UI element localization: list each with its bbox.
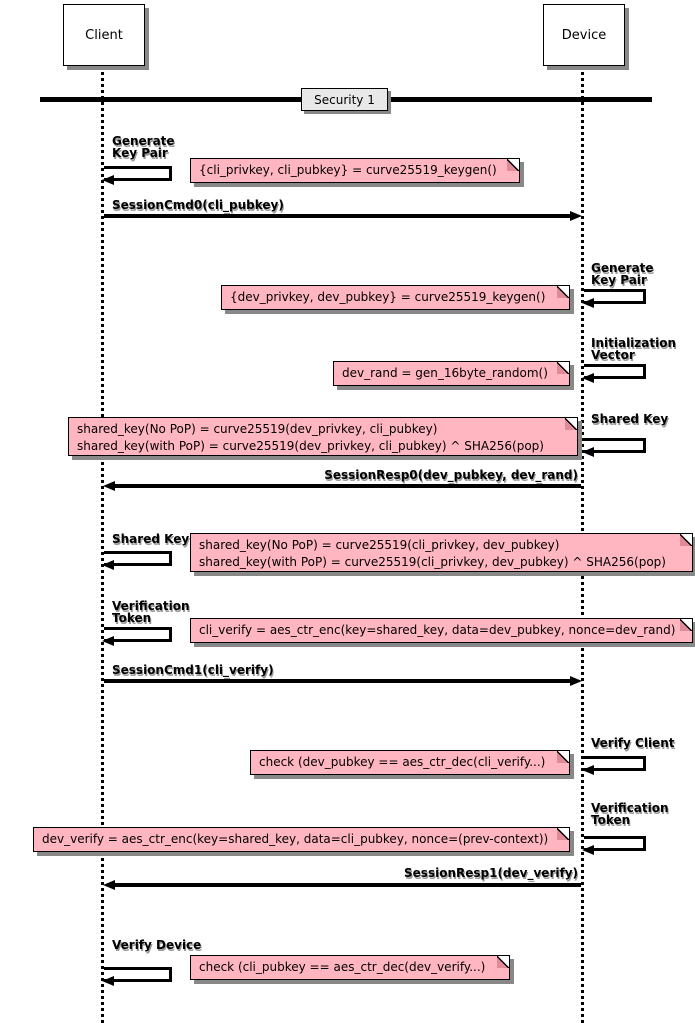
note-check-device: check (cli_pubkey == aes_ctr_dec(dev_ver…	[190, 955, 510, 980]
note-dev-keygen: {dev_privkey, dev_pubkey} = curve25519_k…	[221, 285, 570, 310]
client-lifeline	[101, 66, 104, 1023]
arrowhead-icon	[582, 845, 594, 855]
message-label-session-resp0: SessionResp0(dev_pubkey, dev_rand)	[324, 468, 578, 482]
label-client-verification-token: Verification Token	[112, 599, 190, 625]
device-actor-box: Device	[543, 4, 625, 66]
self-arrow-client-verify-device	[102, 967, 172, 986]
arrowhead-icon	[102, 175, 114, 185]
arrowhead-icon	[103, 481, 115, 491]
arrowhead-icon	[102, 560, 114, 570]
note-cli-shared-key: shared_key(No PoP) = curve25519(cli_priv…	[190, 533, 693, 572]
label-device-generate-keypair: Generate Key Pair	[591, 261, 654, 287]
note-check-client: check (dev_pubkey == aes_ctr_dec(cli_ver…	[250, 750, 570, 775]
label-device-init-vector: Initialization Vector	[591, 336, 677, 362]
arrow-session-resp1	[103, 880, 581, 890]
security-divider-label: Security 1	[314, 92, 375, 107]
message-label-session-cmd0: SessionCmd0(cli_pubkey)	[112, 198, 284, 212]
label-client-generate-keypair: Generate Key Pair	[112, 134, 175, 160]
note-cli-verify: cli_verify = aes_ctr_enc(key=shared_key,…	[190, 618, 693, 643]
arrowhead-icon	[582, 765, 594, 775]
self-arrow-device-shared-key	[582, 438, 646, 457]
self-arrow-client-shared-key	[102, 551, 172, 570]
label-client-verify-device: Verify Device	[112, 938, 202, 952]
arrowhead-icon	[582, 447, 594, 457]
label-client-shared-key: Shared Key	[112, 532, 190, 546]
label-device-shared-key: Shared Key	[591, 412, 669, 426]
client-actor-label: Client	[85, 27, 123, 43]
message-label-session-cmd1: SessionCmd1(cli_verify)	[112, 663, 274, 677]
security-divider-box: Security 1	[301, 88, 388, 111]
arrowhead-icon	[582, 298, 594, 308]
label-device-verification-token: Verification Token	[591, 801, 669, 827]
device-actor-label: Device	[561, 27, 607, 43]
arrowhead-icon	[570, 211, 582, 221]
message-label-session-resp1: SessionResp1(dev_verify)	[404, 866, 578, 880]
label-device-verify-client: Verify Client	[591, 736, 675, 750]
note-dev-verify: dev_verify = aes_ctr_enc(key=shared_key,…	[33, 827, 570, 852]
arrowhead-icon	[570, 676, 582, 686]
self-arrow-device-keygen	[582, 289, 646, 308]
arrow-session-resp0	[103, 481, 581, 491]
arrow-session-cmd0	[104, 211, 582, 221]
arrow-session-cmd1	[104, 676, 582, 686]
note-cli-keygen: {cli_privkey, cli_pubkey} = curve25519_k…	[190, 158, 520, 183]
client-actor-box: Client	[63, 4, 145, 66]
note-dev-shared-key: shared_key(No PoP) = curve25519(dev_priv…	[68, 417, 578, 456]
note-dev-rand: dev_rand = gen_16byte_random()	[333, 361, 570, 386]
self-arrow-client-keygen	[102, 166, 172, 185]
arrowhead-icon	[102, 976, 114, 986]
arrowhead-icon	[102, 636, 114, 646]
self-arrow-device-verify-client	[582, 756, 646, 775]
arrowhead-icon	[582, 373, 594, 383]
self-arrow-client-verification-token	[102, 627, 172, 646]
self-arrow-device-init-vector	[582, 364, 646, 383]
arrowhead-icon	[103, 880, 115, 890]
self-arrow-device-verification-token	[582, 836, 646, 855]
